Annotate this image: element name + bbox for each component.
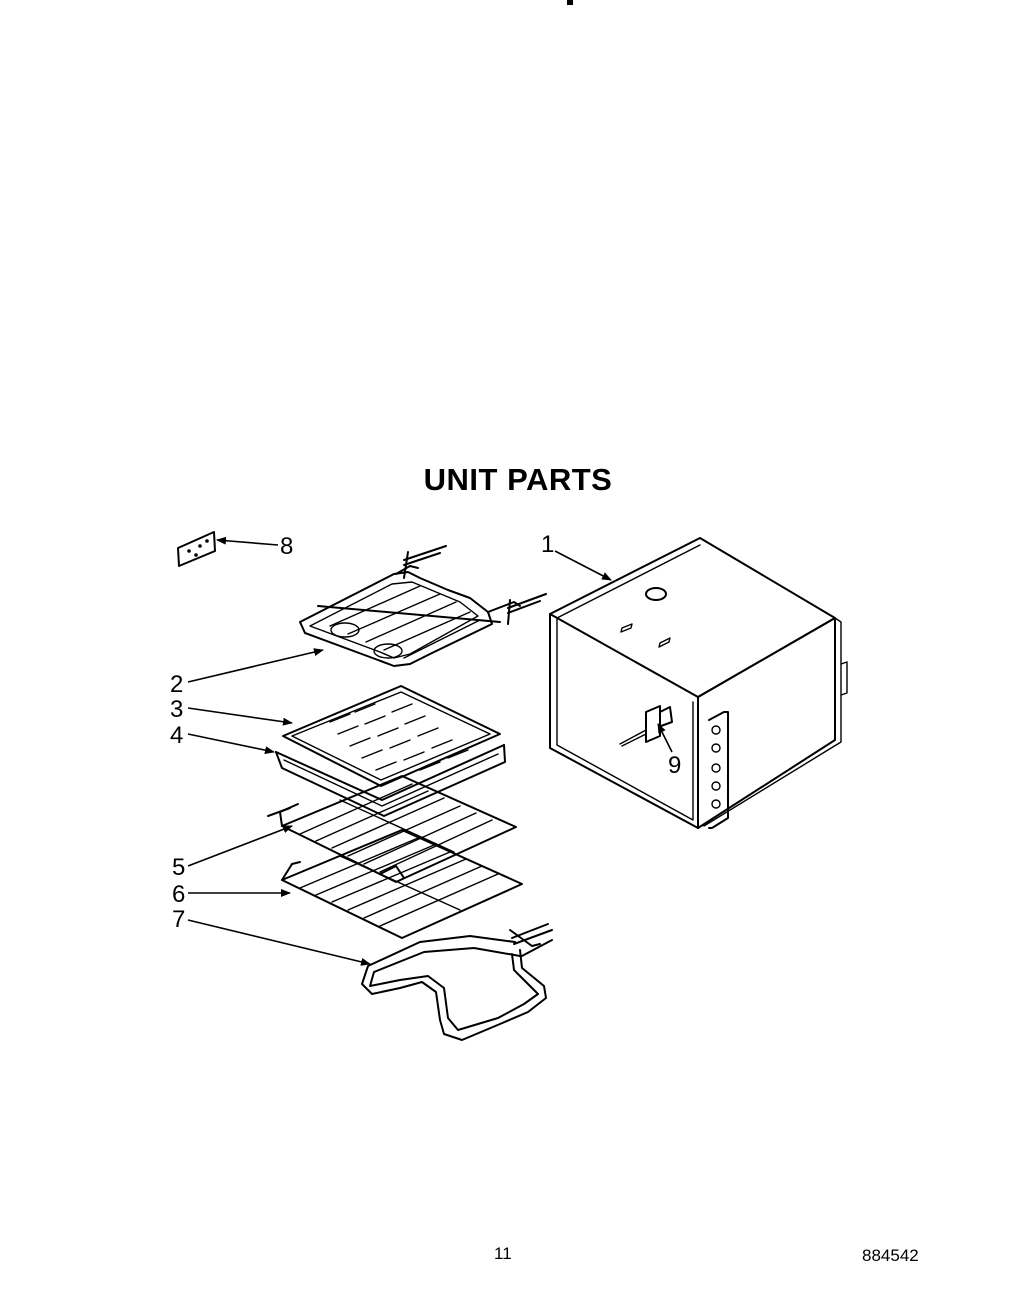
leader-2 xyxy=(187,648,324,683)
callout-3: 3 xyxy=(170,696,183,723)
page-title: UNIT PARTS xyxy=(423,462,613,497)
leader-7 xyxy=(187,919,371,966)
top-edge-mark xyxy=(567,0,573,5)
callout-6: 6 xyxy=(172,881,185,908)
callout-8: 8 xyxy=(280,533,293,560)
callout-4: 4 xyxy=(170,722,183,749)
callout-5: 5 xyxy=(172,854,185,881)
leader-4 xyxy=(187,733,275,755)
leader-1 xyxy=(554,550,612,581)
leader-8 xyxy=(216,536,279,546)
callout-7: 7 xyxy=(172,906,185,933)
part-1-oven-cavity xyxy=(549,537,848,829)
leader-5 xyxy=(187,825,293,867)
leader-9 xyxy=(657,723,673,753)
leader-3 xyxy=(187,707,293,726)
part-6-oven-rack xyxy=(281,829,523,939)
part-4-broiler-pan xyxy=(275,744,506,817)
part-5-oven-rack xyxy=(267,775,517,883)
part-9-sensor xyxy=(619,705,673,747)
part-8-bracket xyxy=(177,531,216,567)
page-number: 11 xyxy=(494,1244,512,1263)
document-number: 884542 xyxy=(862,1246,919,1265)
callout-2: 2 xyxy=(170,671,183,698)
part-3-broiler-grid xyxy=(282,685,501,787)
part-2-broil-element xyxy=(299,545,547,667)
callout-1: 1 xyxy=(541,531,554,558)
callout-9: 9 xyxy=(668,752,681,779)
part-7-bake-element xyxy=(361,923,553,1041)
